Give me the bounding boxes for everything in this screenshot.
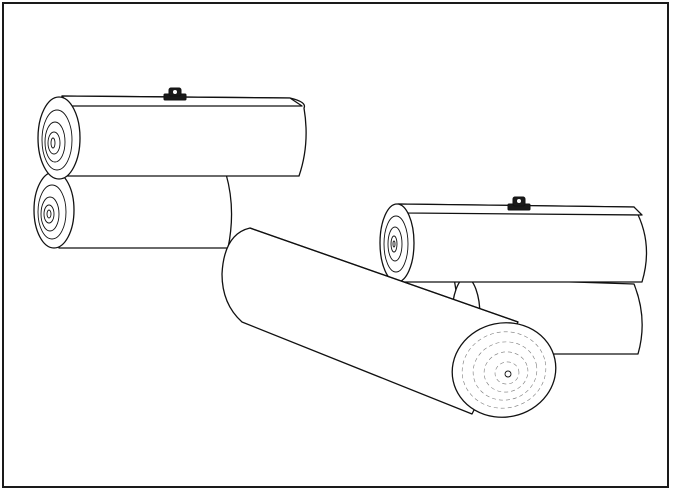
- log-joint-drawing: [33, 87, 648, 418]
- bolt-icon: [507, 196, 531, 211]
- foreground-log: [221, 227, 557, 418]
- left-upper-log: [37, 95, 307, 180]
- illustration-frame: [2, 2, 669, 488]
- left-lower-log: [33, 171, 233, 249]
- right-upper-log: [379, 203, 648, 283]
- bolt-icon: [163, 87, 187, 101]
